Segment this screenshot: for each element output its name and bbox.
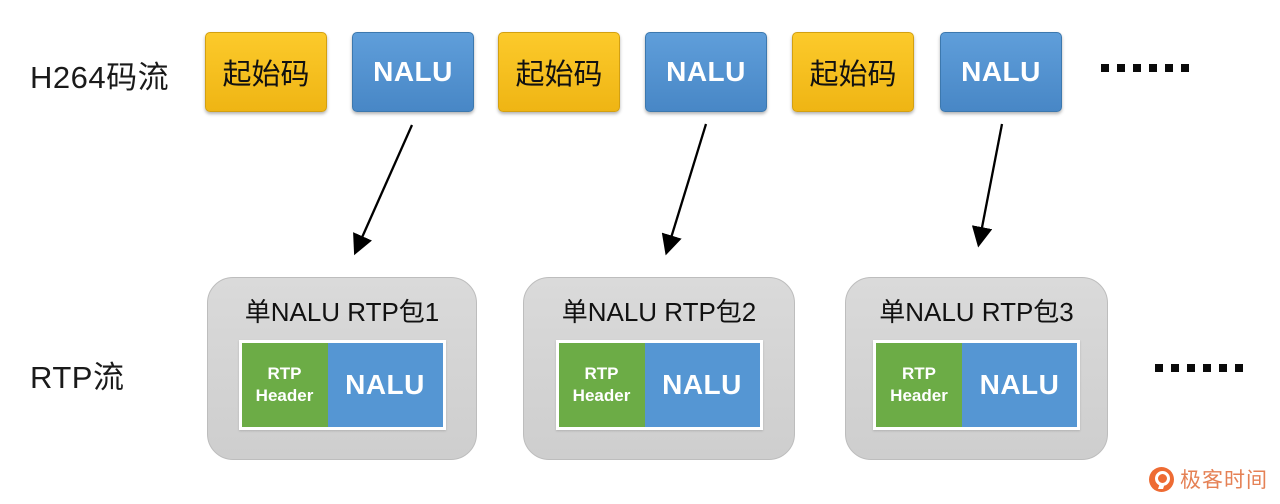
ellipsis-dot xyxy=(1219,364,1227,372)
nalu-payload-cell: NALU xyxy=(962,343,1077,427)
rtp-packet-3-structure: RTP Header NALU xyxy=(873,340,1080,430)
rtp-packet-1: 单NALU RTP包1 RTP Header NALU xyxy=(207,277,477,460)
h264-ellipsis xyxy=(1101,64,1189,72)
nalu-payload-cell: NALU xyxy=(327,343,443,427)
nalu-box-2: NALU xyxy=(645,32,767,112)
start-code-box-1: 起始码 xyxy=(205,32,327,112)
rtp-packet-3: 单NALU RTP包3 RTP Header NALU xyxy=(845,277,1108,460)
geektime-brand-text: 极客时间 xyxy=(1180,469,1268,492)
rtp-packet-1-title: 单NALU RTP包1 xyxy=(244,297,440,327)
rtp-packet-2-title: 单NALU RTP包2 xyxy=(561,297,757,327)
ellipsis-dot xyxy=(1181,64,1189,72)
rtp-ellipsis xyxy=(1155,364,1243,372)
rtp-header-cell: RTP Header xyxy=(876,343,962,427)
arrow-nalu2-to-packet2 xyxy=(661,123,708,256)
logo-tail xyxy=(1158,482,1165,489)
arrow-nalu3-to-packet3 xyxy=(971,123,1004,248)
ellipsis-dot xyxy=(1101,64,1109,72)
ellipsis-dot xyxy=(1133,64,1141,72)
rtp-header-cell: RTP Header xyxy=(558,343,645,427)
nalu-box-1: NALU xyxy=(352,32,474,112)
ellipsis-dot xyxy=(1171,364,1179,372)
rtp-packet-2-structure: RTP Header NALU xyxy=(555,340,763,430)
ellipsis-dot xyxy=(1203,364,1211,372)
geektime-watermark: 极客时间 xyxy=(1149,464,1268,494)
ellipsis-dot xyxy=(1149,64,1157,72)
ellipsis-dot xyxy=(1117,64,1125,72)
ellipsis-dot xyxy=(1155,364,1163,372)
ellipsis-dot xyxy=(1235,364,1243,372)
ellipsis-dot xyxy=(1187,364,1195,372)
rtp-stream-label: RTP流 xyxy=(30,360,125,395)
arrow-nalu1-to-packet1 xyxy=(353,124,414,256)
nalu-payload-cell: NALU xyxy=(644,343,760,427)
rtp-packet-3-title: 单NALU RTP包3 xyxy=(879,297,1074,327)
start-code-box-2: 起始码 xyxy=(498,32,620,112)
rtp-packet-1-structure: RTP Header NALU xyxy=(238,340,446,430)
h264-stream-label: H264码流 xyxy=(30,60,170,95)
start-code-box-3: 起始码 xyxy=(792,32,914,112)
rtp-header-cell: RTP Header xyxy=(241,343,328,427)
ellipsis-dot xyxy=(1165,64,1173,72)
geektime-logo-icon xyxy=(1149,466,1174,492)
rtp-packet-2: 单NALU RTP包2 RTP Header NALU xyxy=(523,277,795,460)
nalu-box-3: NALU xyxy=(940,32,1062,112)
